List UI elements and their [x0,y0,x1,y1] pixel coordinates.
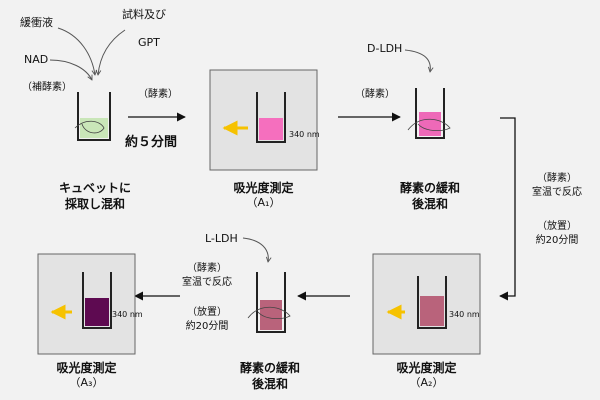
enzyme-label-1: （酵素） [138,89,178,100]
approx-20min-label-2: 約20分間 [185,321,229,332]
step5-label: 酵素の緩和 後混和 [239,361,300,391]
reagent-sample-label: 試料及び [122,8,166,21]
reagent-arrow-buffer [57,27,95,75]
step2-title: 吸光度測定 [233,181,294,195]
step4-title: 吸光度測定 [396,361,457,375]
arrow-step3-to-step4 [499,117,516,301]
enzyme-label-2: （酵素） [355,89,395,100]
reagent-buffer-label: 緩衝液 [20,16,53,29]
cuvette-1 [74,92,111,141]
reagent-nad-label: NAD [24,53,49,66]
measurement-box-a1 [209,69,318,171]
approx-20min-label: 約20分間 [535,235,579,246]
measurement-box-a3 [37,253,136,355]
reagent-gpt-label: GPT [138,36,160,49]
step6-title: 吸光度測定 [56,361,117,375]
standing-label: （放置） [537,221,577,232]
step6-sub: （A₃） [69,376,104,389]
reagent-arrow-gpt [98,29,126,75]
l-ldh-arrow [242,237,268,262]
wavelength-label-a1: 340 nm [289,130,320,139]
measurement-box-a2 [372,253,481,355]
coenzyme-label: （補酵素） [22,82,72,93]
enzyme-label-4: （酵素） [187,263,227,274]
room-temp-label-2: 室温で反応 [182,277,232,288]
step3-label: 酵素の緩和 後混和 [399,181,460,211]
d-ldh-label: D-LDH [367,42,403,55]
room-temp-label: 室温で反応 [532,187,582,198]
cuvette-3 [407,88,451,139]
step4-sub: （A₂） [409,376,444,389]
step2-sub: （A₁） [246,196,281,209]
l-ldh-label: L-LDH [205,232,238,245]
approx-5min-label: 約５分間 [125,135,178,150]
cuvette-5 [247,272,291,333]
wavelength-label-a2: 340 nm [449,310,480,319]
standing-label-2: （放置） [187,307,227,318]
reagent-arrow-nad [49,59,92,80]
step1-label: キュベットに 採取し混和 [58,181,131,211]
wavelength-label-a3: 340 nm [112,310,143,319]
d-ldh-arrow [404,49,430,72]
enzyme-label-3: （酵素） [537,173,577,184]
